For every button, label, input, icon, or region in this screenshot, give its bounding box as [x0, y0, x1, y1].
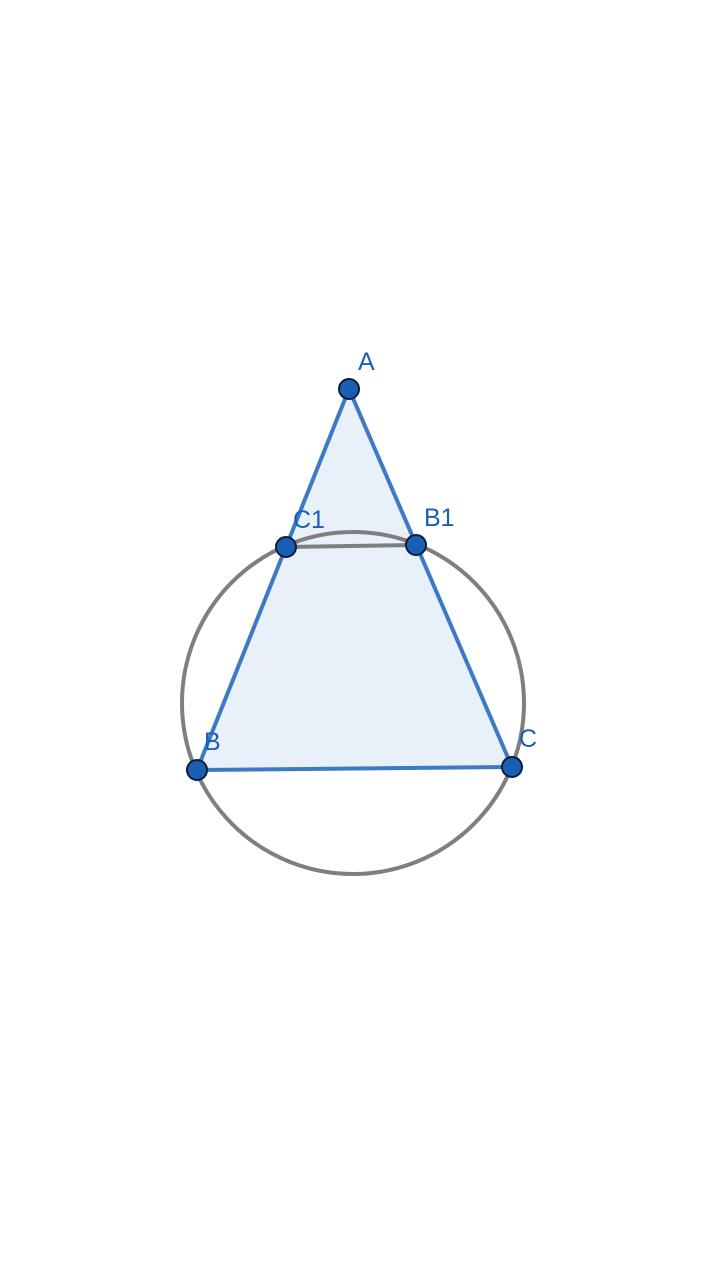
point-c1[interactable]	[275, 536, 297, 558]
point-a[interactable]	[338, 378, 360, 400]
label-c1: C1	[293, 506, 325, 534]
triangle-abc-fill	[197, 389, 512, 770]
segment-c1-b1	[285, 543, 417, 549]
side-ac	[347, 387, 514, 769]
side-bc	[195, 765, 514, 772]
side-ab	[195, 387, 351, 772]
point-c[interactable]	[501, 756, 523, 778]
circle-bcb1c1	[180, 530, 526, 876]
label-b: B	[204, 728, 221, 756]
label-a: A	[358, 348, 375, 376]
point-b1[interactable]	[405, 534, 427, 556]
label-c: C	[519, 725, 537, 753]
label-b1: B1	[424, 504, 455, 532]
point-b[interactable]	[186, 759, 208, 781]
